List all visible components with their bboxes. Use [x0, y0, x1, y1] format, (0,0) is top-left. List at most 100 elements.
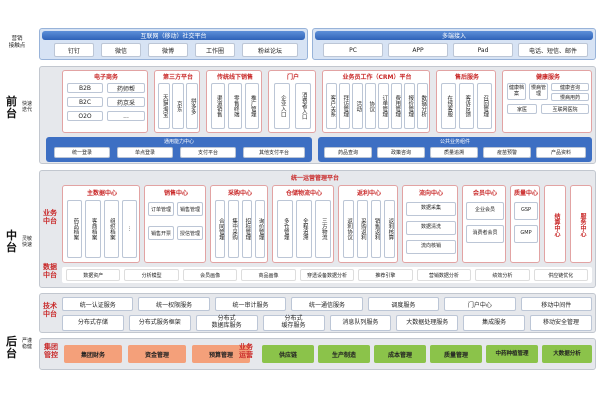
crm-title: 业务员工作（CRM）平台 [342, 74, 412, 81]
business-center-item: 采购返利 [356, 200, 368, 258]
business-middle-label: 业务 中台 [43, 209, 57, 226]
public-drug-query: 药品查询 [324, 147, 372, 158]
ops-quality: 质量管理 [430, 345, 482, 363]
business-center-item: 合同管理 [215, 200, 226, 258]
crm-activity: 活动 [352, 83, 363, 129]
crm-group: 业务员工作（CRM）平台 客户关系 拜访管理 活动 协议 订单管理 费用管理 报… [322, 70, 430, 133]
business-center-item-text: 销售开票 [150, 230, 171, 237]
public-product-info: 产品资料 [536, 147, 586, 158]
tech-service-item: 分布式服务框架 [128, 315, 191, 331]
business-center-title: 会员中心 [472, 190, 497, 197]
health-chronic: 慢病管理 [529, 83, 548, 100]
tech-service-item-text: 大数据处理服务 [406, 318, 449, 326]
data-middle-item-text: 穿透设备数据分析 [306, 272, 347, 279]
business-center-item-text: 返利核算 [387, 218, 394, 240]
common-payment: 支付平台 [180, 147, 236, 158]
business-center-item-text: 订单管理 [150, 206, 171, 213]
social-item-dingding: 钉钉 [54, 43, 94, 57]
crm-order: 订单管理 [378, 83, 389, 129]
business-center-item: 销售开票 [148, 226, 174, 240]
business-center-title: 采购中心 [227, 190, 252, 197]
data-middle-item-text: 商品画像 [258, 272, 279, 279]
ecommerce-o2o: O2O [67, 111, 103, 121]
tech-service-item: 分布式 缓存服务 [262, 315, 325, 331]
tech-service-item-text: 调度服务 [391, 301, 416, 309]
data-middle-item-text: 供应链优化 [548, 272, 574, 279]
tech-service-item: 移动中间件 [520, 297, 592, 311]
business-center-item: 组织档案 [103, 200, 119, 258]
label-front-sub: 快速 迭代 [22, 101, 33, 113]
tech-middle-label: 技术 中台 [43, 302, 57, 319]
data-middle-item: 穿透设备数据分析 [299, 269, 355, 281]
data-middle-item: 供应链优化 [533, 269, 588, 281]
label-marketing-touchpoint: 营销 接触点 [8, 36, 26, 49]
data-middle-item: 推荐引擎 [358, 269, 413, 281]
business-center-item: 数据采集 [406, 202, 456, 216]
social-item-forum: 粉丝论坛 [242, 43, 298, 57]
access-item-pc: PC [323, 43, 383, 57]
business-center-item: 企业会员 [466, 202, 504, 220]
business-center-item-text: 数据采集 [420, 205, 441, 212]
portal-enterprise: 企业入口 [274, 83, 290, 129]
business-center-1: 销售中心订单管理销售管理销售开票授信管理 [144, 185, 206, 263]
aftersale-group: 售后服务 在线客服 客诉反馈 召回管理 [436, 70, 496, 133]
business-center-9: 服务中心 [570, 185, 592, 263]
ecommerce-yaojingcai: 药京采 [107, 97, 145, 107]
tech-service-item-text: 统一审计服务 [232, 301, 269, 309]
common-unified-login: 统一登录 [54, 147, 110, 158]
ops-cost: 成本管理 [374, 345, 426, 363]
portal-title: 门户 [286, 74, 299, 81]
business-center-title-text: 结算中心 [553, 213, 560, 237]
business-center-item-text: 合同管理 [217, 218, 224, 240]
business-center-3: 仓储物流中心多仓管理全程追溯三方物流 [272, 185, 334, 263]
third-tmall-taobao: 天猫/淘宝 [158, 83, 170, 129]
data-middle-label: 数据 中台 [43, 263, 57, 280]
business-center-title: 结算中心 [545, 186, 567, 264]
common-sso: 单点登录 [117, 147, 173, 158]
ops-supply-chain: 供应链 [262, 345, 314, 363]
ecommerce-b2c: B2C [67, 97, 103, 107]
tech-service-item-text: 集成服务 [482, 318, 507, 326]
crm-agreement: 协议 [365, 83, 376, 129]
business-center-item: 消费者会员 [466, 225, 504, 243]
third-jd: 京东 [172, 83, 184, 129]
label-back-sub: 严谨 稳健 [22, 338, 33, 350]
business-center-item: 客商档案 [85, 200, 101, 258]
group-finance: 集团财务 [64, 345, 122, 363]
business-center-item: 询价管理 [254, 200, 265, 258]
offline-sales-group: 传统线下销售 渠道销售 零售终端 推广管理 [206, 70, 262, 133]
business-center-8: 结算中心 [544, 185, 566, 263]
business-center-4: 返利中心返利协议采购返利销售返利返利核算 [338, 185, 398, 263]
business-center-item-text: GMP [520, 230, 532, 237]
health-service-group: 健康服务 健康档案 慢病管理 健康咨询 慢病用药 家医 互联网医院 [502, 70, 592, 133]
tech-service-item-text: 统一通信服务 [308, 301, 345, 309]
data-middle-item: 数据资产 [66, 269, 121, 281]
ops-manufacturing: 生产制造 [318, 345, 370, 363]
crm-visit: 拜访管理 [339, 83, 350, 129]
health-consult: 健康咨询 [551, 83, 589, 91]
common-other-payment: 其他支付平台 [243, 147, 305, 158]
social-item-wechat: 微信 [101, 43, 141, 57]
business-center-item: ... [121, 200, 137, 258]
business-center-item: 返利协议 [343, 200, 354, 258]
business-center-5: 流向中心数据采集数据清洗流向核销 [402, 185, 458, 263]
business-center-item-text: 全程追溯 [301, 218, 308, 240]
group-budget: 预算管理 [192, 345, 250, 363]
common-capability-panel: 通用能力中心 统一登录 单点登录 支付平台 其他支付平台 [46, 137, 312, 162]
ops-big-data: 大数据分析 [542, 345, 592, 363]
tech-service-item-text: 分布式服务框架 [138, 318, 181, 326]
ecommerce-title: 电子商务 [93, 74, 118, 81]
crm-analysis: 数据分析 [417, 83, 428, 129]
crm-expense: 费用管理 [391, 83, 402, 129]
group-fund: 资金管理 [128, 345, 186, 363]
business-center-item: 返利核算 [384, 200, 395, 258]
data-middle-item-text: 推荐引擎 [375, 272, 396, 279]
business-center-item-text: 销售返利 [373, 218, 380, 240]
offline-channel: 渠道销售 [211, 83, 225, 129]
business-center-title: 服务中心 [571, 186, 593, 264]
public-component-panel: 公共业务组件 药品查询 政策咨询 质量追溯 疫苗预警 产品资料 [318, 137, 592, 162]
ecommerce-b2b: B2B [67, 83, 103, 93]
back-office-panel: 集团 管控 集团财务 资金管理 预算管理 业务 运营 供应链 生产制造 成本管理… [39, 338, 596, 370]
health-record: 健康档案 [507, 83, 526, 100]
tech-service-item: 统一权限服务 [138, 297, 210, 311]
